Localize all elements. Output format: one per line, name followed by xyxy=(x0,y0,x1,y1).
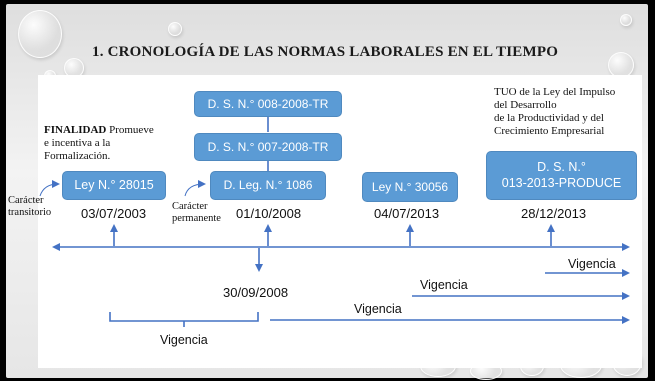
norm-box-ley-30056: Ley N.° 30056 xyxy=(362,172,458,202)
tuo-line: de la Productividad y del xyxy=(494,112,604,124)
caracter-permanente-label: Carácter permanente xyxy=(172,201,221,225)
finalidad-line: e incentiva a la xyxy=(44,137,111,149)
norm-box-ds-013-2013-produce: D. S. N.° 013-2013-PRODUCE xyxy=(486,151,637,200)
water-drop-decoration xyxy=(18,10,62,58)
date-label-2008: 01/10/2008 xyxy=(236,206,302,221)
norm-box-ley-28015: Ley N.° 28015 xyxy=(62,171,166,200)
curved-arrow-transitorio xyxy=(39,180,60,197)
label-line: permanente xyxy=(172,213,221,224)
norm-box-line: D. S. N.° xyxy=(537,159,586,174)
curved-arrow-permanente xyxy=(184,180,206,197)
finalidad-note: FINALIDAD Promueve e incentiva a la Form… xyxy=(44,124,154,163)
vigencia-label: Vigencia xyxy=(160,333,208,347)
label-line: transitorio xyxy=(8,207,52,218)
page-title: 1. CRONOLOGÍA DE LAS NORMAS LABORALES EN… xyxy=(92,44,559,60)
finalidad-label: FINALIDAD xyxy=(44,124,107,136)
label-line: Carácter xyxy=(172,201,208,212)
tuo-line: del Desarrollo xyxy=(494,99,557,111)
water-drop-decoration xyxy=(168,22,182,36)
finalidad-line: FINALIDAD Promueve xyxy=(44,124,154,137)
label-line: Carácter xyxy=(8,195,44,206)
tuo-line: Crecimiento Empresarial xyxy=(494,125,605,137)
vigencia-bracket xyxy=(109,312,259,327)
vigencia-label: Vigencia xyxy=(420,278,468,292)
date-label-2008-below: 30/09/2008 xyxy=(223,285,289,300)
vigencia-label: Vigencia xyxy=(354,302,402,316)
finalidad-text: Promueve xyxy=(106,124,154,136)
timeline-panel xyxy=(38,75,642,368)
tuo-line: TUO de la Ley del Impulso xyxy=(494,86,616,98)
vigencia-label: Vigencia xyxy=(568,257,616,271)
norm-box-dleg-1086: D. Leg. N.° 1086 xyxy=(210,171,326,200)
date-label-2003: 03/07/2003 xyxy=(81,206,147,221)
norm-box-line: 013-2013-PRODUCE xyxy=(501,175,622,190)
tuo-note: TUO de la Ley del Impulso del Desarrollo… xyxy=(494,86,615,138)
caracter-transitorio-label: Carácter transitorio xyxy=(8,195,51,219)
norm-box-ds-008-2008-tr: D. S. N.° 008-2008-TR xyxy=(194,91,342,117)
water-drop-decoration xyxy=(620,14,632,26)
finalidad-line: Formalización. xyxy=(44,150,111,162)
norm-box-ds-007-2008-tr: D. S. N.° 007-2008-TR xyxy=(194,133,342,161)
date-label-2013b: 28/12/2013 xyxy=(521,206,587,221)
date-label-2013a: 04/07/2013 xyxy=(374,206,440,221)
